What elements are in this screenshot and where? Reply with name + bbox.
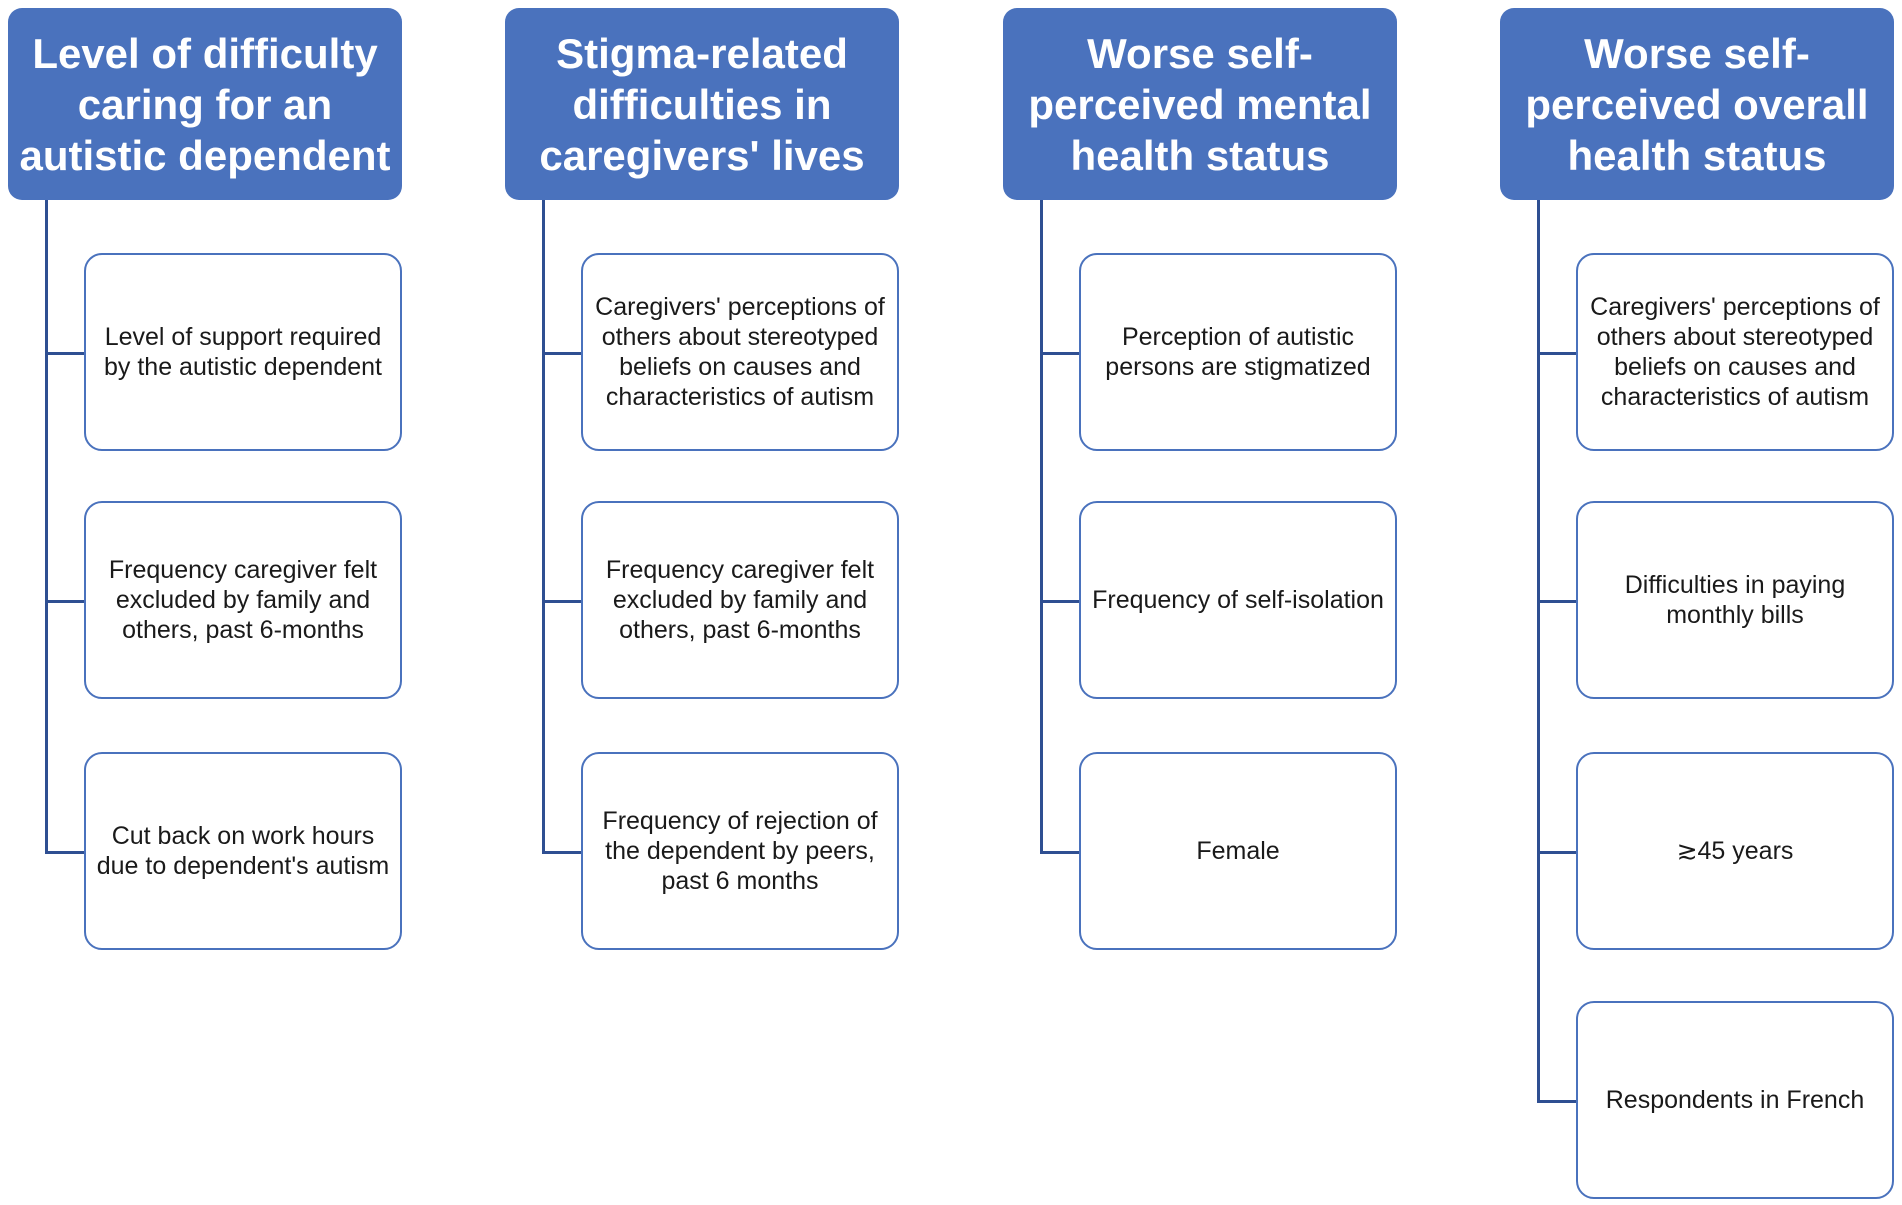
connector-trunk: [1040, 200, 1043, 854]
connector-branch: [542, 600, 582, 603]
factor-box: Female: [1079, 752, 1397, 950]
factor-box: Frequency caregiver felt excluded by fam…: [581, 501, 899, 699]
factor-box: Cut back on work hours due to dependent'…: [84, 752, 402, 950]
connector-trunk: [45, 200, 48, 854]
connector-branch: [1040, 352, 1080, 355]
connector-branch: [1040, 600, 1080, 603]
factor-box: ≳45 years: [1576, 752, 1894, 950]
column-header: Stigma-related difficulties in caregiver…: [505, 8, 899, 200]
column-header: Worse self-perceived overall health stat…: [1500, 8, 1894, 200]
column-stigma-difficulties: Stigma-related difficulties in caregiver…: [505, 0, 905, 1205]
factor-box: Respondents in French: [1576, 1001, 1894, 1199]
connector-branch: [1040, 851, 1080, 854]
factor-box: Caregivers' perceptions of others about …: [1576, 253, 1894, 451]
column-header: Level of difficulty caring for an autist…: [8, 8, 402, 200]
connector-branch: [45, 600, 85, 603]
factor-box: Frequency of rejection of the dependent …: [581, 752, 899, 950]
connector-branch: [542, 851, 582, 854]
connector-trunk: [1537, 200, 1540, 1103]
factor-box: Level of support required by the autisti…: [84, 253, 402, 451]
factor-box: Difficulties in paying monthly bills: [1576, 501, 1894, 699]
column-difficulty-caring: Level of difficulty caring for an autist…: [8, 0, 408, 1205]
connector-branch: [1537, 600, 1577, 603]
connector-branch: [542, 352, 582, 355]
connector-branch: [1537, 851, 1577, 854]
connector-branch: [1537, 1100, 1577, 1103]
factor-box: Perception of autistic persons are stigm…: [1079, 253, 1397, 451]
column-mental-health: Worse self-perceived mental health statu…: [1003, 0, 1403, 1205]
connector-branch: [1537, 352, 1577, 355]
factor-box: Frequency caregiver felt excluded by fam…: [84, 501, 402, 699]
factor-box: Caregivers' perceptions of others about …: [581, 253, 899, 451]
connector-trunk: [542, 200, 545, 854]
column-header: Worse self-perceived mental health statu…: [1003, 8, 1397, 200]
connector-branch: [45, 851, 85, 854]
column-overall-health: Worse self-perceived overall health stat…: [1500, 0, 1900, 1205]
factor-box: Frequency of self-isolation: [1079, 501, 1397, 699]
connector-branch: [45, 352, 85, 355]
